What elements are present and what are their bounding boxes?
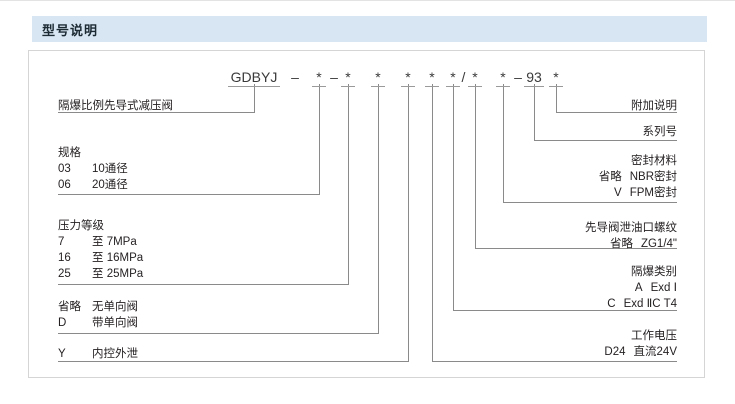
label-text: 隔爆比例先导式减压阀 [58, 100, 173, 112]
label-row: 密封材料 [584, 153, 677, 169]
label-row: 规格 [58, 145, 128, 161]
code-token-1: – [291, 69, 299, 85]
label-text: 系列号 [642, 126, 678, 138]
label-text: 10通径 [92, 163, 128, 175]
code-token-11: * [496, 68, 510, 87]
label-text: 带单向阀 [92, 317, 138, 329]
label-code: 省略 [609, 238, 633, 250]
top-divider [0, 0, 735, 1]
header-accent-bar [28, 16, 32, 42]
model-code-line: GDBYJ–*–*****/**–93* [0, 68, 735, 88]
label-specification: 规格 03 10通径 06 20通径 [58, 145, 128, 193]
code-token-12: – [514, 69, 522, 85]
code-token-6: * [401, 68, 415, 87]
label-row: 工作电压 [588, 328, 677, 344]
label-code: 03 [58, 163, 71, 175]
label-text: 规格 [58, 147, 81, 159]
label-text: 压力等级 [58, 220, 104, 232]
label-product-name: 隔爆比例先导式减压阀 [58, 98, 173, 114]
label-text: 工作电压 [631, 330, 677, 342]
label-row: 系列号 [643, 124, 678, 140]
label-row: D 带单向阀 [58, 315, 138, 331]
label-working-voltage: 工作电压 D24 直流24V [588, 328, 677, 360]
label-code: 7 [58, 236, 65, 248]
label-code: D [58, 317, 67, 329]
label-text: 密封材料 [631, 155, 677, 167]
code-token-3: – [330, 69, 338, 85]
label-row: C Exd ⅡC T4 [578, 296, 677, 312]
label-text: 至 16MPa [92, 252, 144, 264]
label-row: 压力等级 [58, 218, 143, 234]
label-code: 06 [58, 179, 71, 191]
code-token-10: * [468, 68, 482, 87]
label-row: 附加说明 [631, 98, 677, 114]
label-text: FPM密封 [629, 187, 677, 199]
label-row: 06 20通径 [58, 177, 128, 193]
label-code: 25 [58, 268, 71, 280]
label-row: 25 至 25MPa [58, 266, 143, 282]
label-check-valve: 省略无单向阀 D 带单向阀 [58, 299, 138, 331]
label-text: ZG1/4" [640, 238, 677, 250]
label-text: Exd ⅡC T4 [623, 298, 677, 310]
label-code: 省略 [58, 301, 81, 313]
label-text: 先导阀泄油口螺纹 [585, 222, 677, 234]
label-row: 03 10通径 [58, 161, 128, 177]
label-row: 省略 NBR密封 [584, 169, 677, 185]
label-row: 隔爆比例先导式减压阀 [58, 98, 173, 114]
label-internal-control-external-drain: Y 内控外泄 [58, 346, 138, 362]
label-row: V FPM密封 [584, 185, 677, 201]
label-text: NBR密封 [629, 171, 677, 183]
label-row: 省略 ZG1/4" [585, 236, 677, 252]
label-row: A Exd Ⅰ [578, 280, 677, 296]
label-row: 隔爆类别 [578, 264, 677, 280]
label-code: 省略 [598, 171, 622, 183]
label-text: 直流24V [633, 346, 677, 358]
code-token-14: * [549, 68, 563, 87]
code-token-0: GDBYJ [228, 68, 280, 87]
page-title: 型号说明 [42, 22, 99, 38]
code-token-4: * [341, 68, 355, 87]
label-code: 16 [58, 252, 71, 264]
label-row: Y 内控外泄 [58, 346, 138, 362]
label-row: 16 至 16MPa [58, 250, 143, 266]
code-token-13: 93 [524, 68, 544, 87]
label-text: Exd Ⅰ [650, 282, 677, 294]
label-text: 无单向阀 [92, 301, 138, 313]
label-explosion-proof-category: 隔爆类别 A Exd Ⅰ C Exd ⅡC T4 [578, 264, 677, 312]
label-text: 附加说明 [631, 100, 677, 112]
label-pilot-drain-thread: 先导阀泄油口螺纹省略 ZG1/4" [585, 220, 677, 252]
label-pressure-rating: 压力等级 7 至 7MPa 16 至 16MPa 25 至 25MPa [58, 218, 143, 282]
label-code: V [614, 187, 622, 199]
label-code: Y [58, 348, 66, 360]
code-token-9: / [461, 69, 466, 85]
label-row: 先导阀泄油口螺纹 [585, 220, 677, 236]
label-row: 7 至 7MPa [58, 234, 143, 250]
label-text: 内控外泄 [92, 348, 138, 360]
label-text: 20通径 [92, 179, 128, 191]
label-code: C [607, 298, 616, 310]
label-code: D24 [604, 346, 626, 358]
code-token-8: * [446, 68, 460, 87]
label-additional-note: 附加说明 [631, 98, 677, 114]
code-token-7: * [425, 68, 439, 87]
code-token-2: * [312, 68, 326, 87]
code-token-5: * [371, 68, 385, 87]
label-row: 省略无单向阀 [58, 299, 138, 315]
label-text: 隔爆类别 [631, 266, 677, 278]
section-header: 型号说明 [28, 16, 707, 42]
label-text: 至 25MPa [92, 268, 144, 280]
label-code: A [634, 282, 643, 294]
label-series-number: 系列号 [643, 124, 678, 140]
label-seal-material: 密封材料省略 NBR密封 V FPM密封 [584, 153, 677, 201]
label-row: D24 直流24V [588, 344, 677, 360]
label-text: 至 7MPa [92, 236, 137, 248]
